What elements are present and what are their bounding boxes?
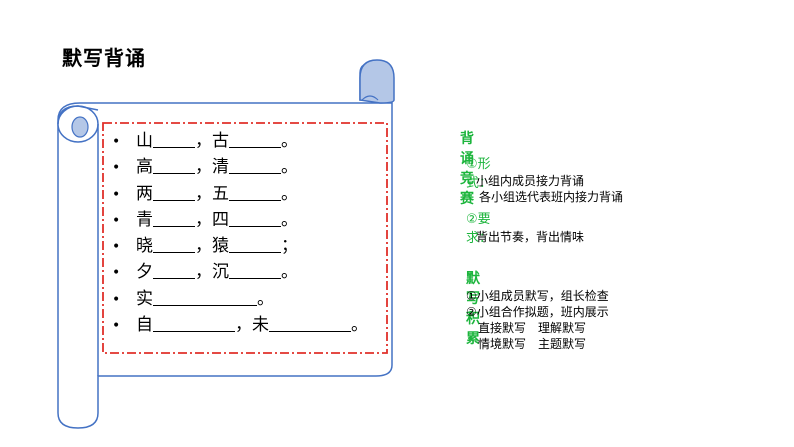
recite-form-label: ①形式： (466, 157, 493, 191)
poem-line: •晓，猿； (112, 236, 298, 257)
recite-req-label: ②要求： (466, 212, 493, 246)
recite-form-item: 各小组选代表班内接力背诵 (479, 190, 624, 204)
dictation-heading: 默写积累 (466, 271, 480, 347)
dictation-item: ①小组成员默写，组长检查 (466, 289, 609, 303)
page-title: 默写背诵 (62, 46, 146, 70)
recite-form-item: 小组内成员接力背诵 (476, 174, 585, 188)
recite-heading: 背诵竞赛 (460, 131, 474, 207)
poem-list: •山，古。 •高，清。 •两，五。 •青，四。 •晓，猿； •夕，沉。 •实。 … (112, 128, 368, 338)
poem-line: •山，古。 (112, 131, 298, 151)
dictation-sub-item: 情境默写 主题默写 (478, 337, 587, 351)
dictation-item: ②小组合作拟题，班内展示 (466, 305, 609, 319)
poem-line: •两，五。 (112, 183, 298, 204)
dashed-frame (102, 122, 388, 354)
dictation-sub-item: 直接默写 理解默写 (478, 321, 587, 335)
poem-line: •高，清。 (112, 157, 298, 178)
poem-line: •实。 (112, 288, 274, 309)
scroll-top-roll (359, 59, 395, 104)
poem-line: •自，未。 (112, 315, 368, 336)
poem-line: •青，四。 (112, 209, 298, 230)
recite-req-item: 背出节奏，背出情味 (476, 230, 585, 244)
poem-line: •夕，沉。 (112, 262, 298, 283)
